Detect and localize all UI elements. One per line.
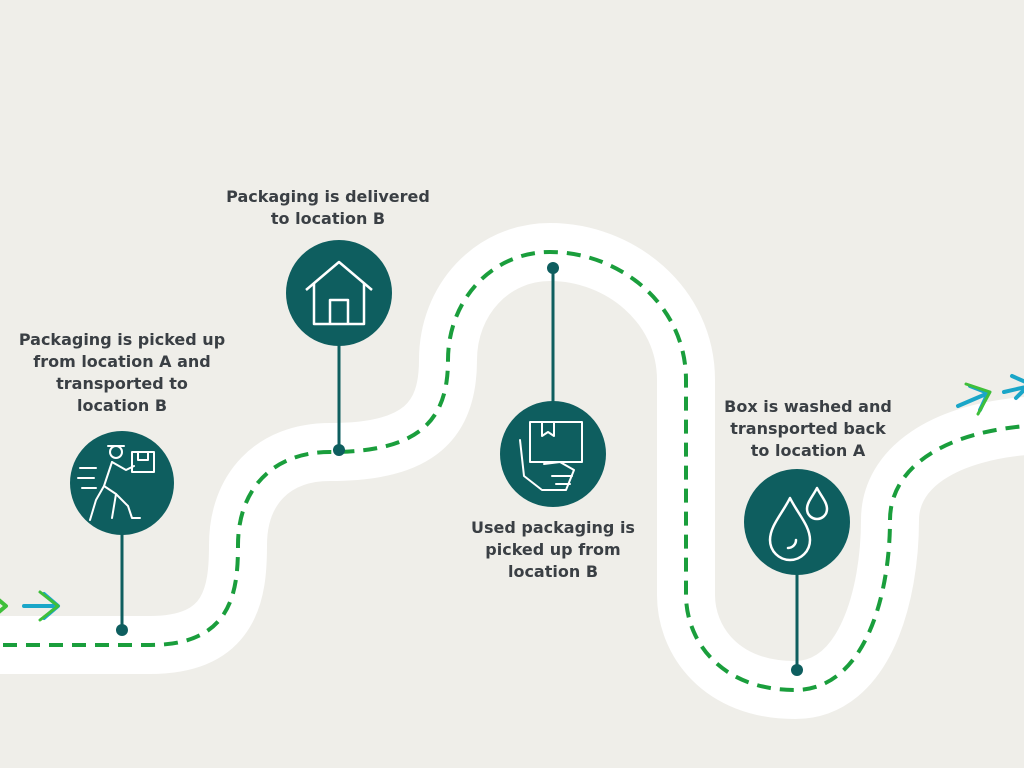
- connector-dot: [547, 262, 559, 274]
- house-icon: [305, 260, 373, 326]
- step-caption-pickup-a: Packaging is picked up from location A a…: [18, 330, 226, 415]
- hand-with-box-icon: [519, 421, 583, 491]
- route-dashed-line: [0, 249, 1024, 693]
- arrow-icon: [0, 598, 8, 614]
- step-caption-used-pickup-b: Used packaging is picked up from locatio…: [471, 518, 635, 581]
- right-arrows: [956, 374, 1024, 416]
- step-used-pickup-b: [500, 262, 606, 507]
- step-caption-washed-return: Box is washed and transported back to lo…: [724, 397, 892, 460]
- step-delivered-b: [286, 240, 392, 456]
- step-washed-return: [744, 469, 850, 676]
- arrow-icon: [1002, 374, 1024, 400]
- left-arrows: [0, 590, 60, 622]
- delivery-runner-icon: [77, 445, 155, 521]
- step-circle: [286, 240, 392, 346]
- water-drops-icon: [768, 486, 829, 562]
- connector-dot: [333, 444, 345, 456]
- arrow-icon: [22, 592, 60, 620]
- step-pickup-a: [70, 431, 174, 636]
- step-caption-delivered-b: Packaging is delivered to location B: [226, 187, 430, 228]
- step-circle: [500, 401, 606, 507]
- connector-dot: [116, 624, 128, 636]
- connector-dot: [791, 664, 803, 676]
